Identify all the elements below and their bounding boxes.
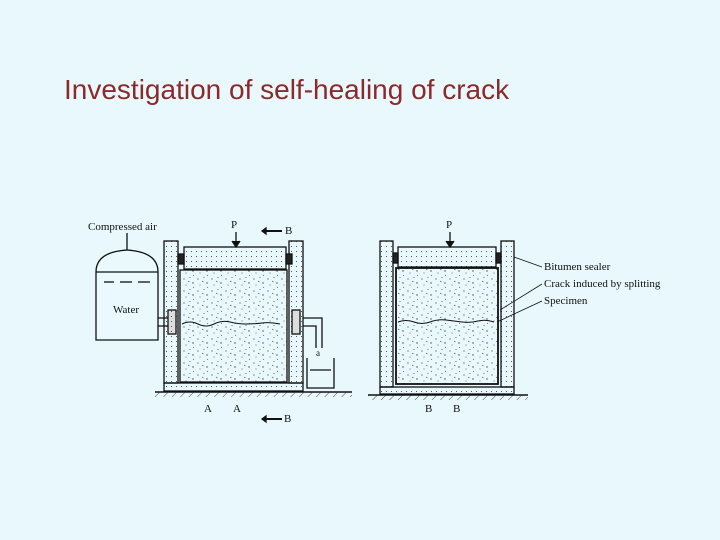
specimen-label: Specimen [544,295,588,307]
beaker-mark-label: a [316,348,320,358]
water-label: Water [113,304,139,316]
section-b-top-label: B [285,225,292,237]
compressed-air-label: Compressed air [88,221,157,233]
section-a-right-label: A [233,403,241,415]
left-apparatus: Compressed air Water a [88,219,352,425]
slide-title: Investigation of self-healing of crack [64,74,510,105]
bitumen-sealer-label: Bitumen sealer [544,261,611,273]
section-b-bottom-label: B [284,413,291,425]
crack-induced-label: Crack induced by splitting [544,278,661,290]
load-p-right-label: P [446,219,452,231]
section-b-left-label: B [425,403,432,415]
section-a-left-label: A [204,403,212,415]
water-tank: Water [95,249,159,341]
load-p-left-label: P [231,219,237,231]
right-apparatus: P B B [368,219,543,415]
section-b-right-label: B [453,403,460,415]
